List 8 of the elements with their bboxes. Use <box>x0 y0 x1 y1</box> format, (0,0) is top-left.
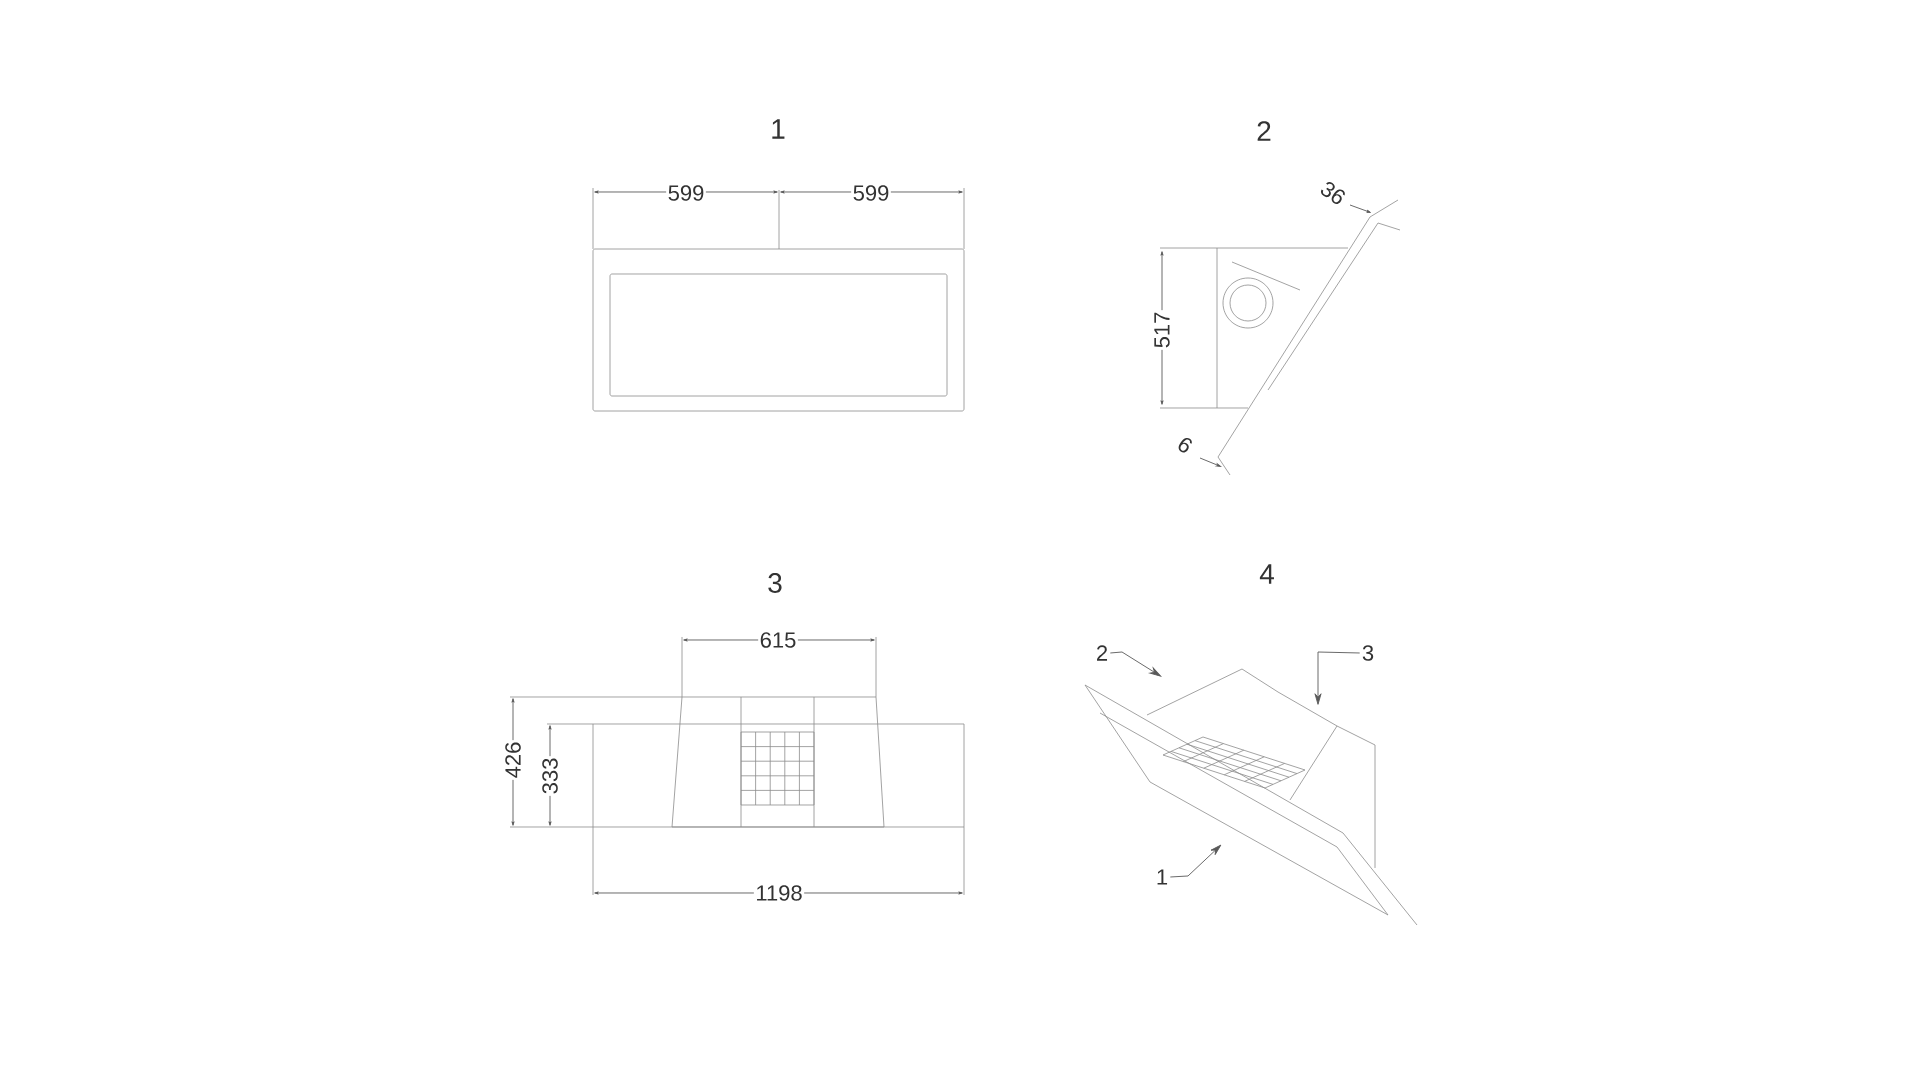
dimension-label: 36 <box>1316 177 1350 209</box>
perspective-view-drawing <box>1084 668 1418 926</box>
callout-number: 2 <box>1097 645 1108 661</box>
dimension-label: 6 <box>1173 433 1197 457</box>
leader-line <box>1109 651 1162 677</box>
leader-line <box>1314 651 1361 705</box>
callout-number: 3 <box>1362 645 1374 661</box>
leader-line <box>1169 844 1222 878</box>
